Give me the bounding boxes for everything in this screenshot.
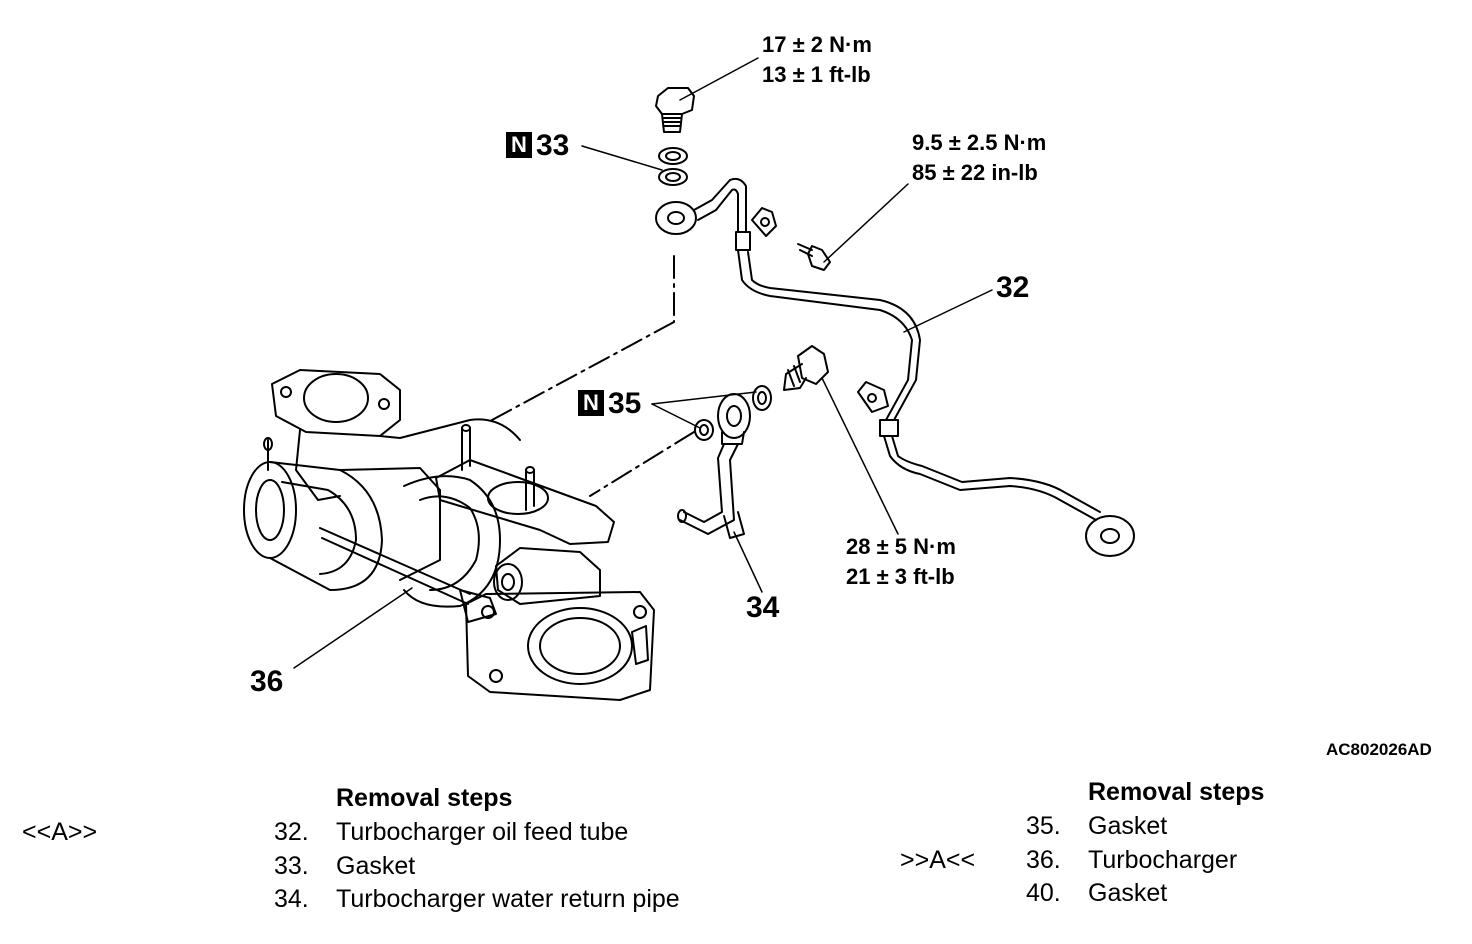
callout-36: 36 [250, 665, 284, 698]
bracket-bolt-icon [797, 243, 831, 271]
non-reusable-badge: N [506, 132, 532, 158]
removal-step: 34. Turbocharger water return pipe [274, 885, 680, 914]
step-marker-a-removal: <<A>> [22, 818, 98, 846]
banjo-bolt-torque: 17 ± 2 N·m 13 ± 1 ft-lb [762, 30, 872, 90]
non-reusable-badge: N [578, 390, 604, 416]
step-name: Gasket [336, 852, 416, 880]
eye-bolt-torque: 28 ± 5 N·m 21 ± 3 ft-lb [846, 532, 956, 592]
step-marker-a-installation: >>A<< [900, 846, 976, 874]
step-name: Gasket [1088, 812, 1168, 840]
step-number: 40. [1026, 879, 1061, 907]
step-name: Gasket [1088, 879, 1168, 907]
step-number: 35. [1026, 812, 1061, 840]
gasket-33-icon [658, 147, 688, 186]
removal-step: 36. Turbocharger [1026, 846, 1237, 875]
step-name: Turbocharger water return pipe [336, 885, 680, 913]
eye-bolt-torque-imperial: 21 ± 3 ft-lb [846, 564, 955, 589]
removal-step: 35. Gasket [1026, 812, 1167, 841]
leader-lines [293, 57, 993, 669]
banjo-bolt-torque-metric: 17 ± 2 N·m [762, 32, 872, 57]
bracket-bolt-torque-metric: 9.5 ± 2.5 N·m [912, 130, 1047, 155]
step-name: Turbocharger [1088, 846, 1238, 874]
bracket-bolt-torque: 9.5 ± 2.5 N·m 85 ± 22 in-lb [912, 128, 1046, 188]
alignment-lines [491, 255, 695, 497]
oil-feed-tube-icon [655, 177, 1135, 557]
eye-bolt-icon [783, 345, 829, 391]
removal-steps-heading-left: Removal steps [336, 784, 513, 812]
step-number: 32. [274, 818, 309, 846]
removal-step: 33. Gasket [274, 852, 415, 881]
removal-step: 32. Turbocharger oil feed tube [274, 818, 628, 847]
callout-35-number: 35 [608, 387, 642, 420]
callout-34: 34 [746, 591, 780, 624]
removal-step: 40. Gasket [1026, 879, 1167, 908]
step-number: 33. [274, 852, 309, 880]
gasket-35-icon [694, 385, 772, 441]
banjo-bolt-icon [655, 87, 695, 133]
water-return-pipe-icon [677, 393, 751, 539]
step-number: 34. [274, 885, 309, 913]
step-number: 36. [1026, 846, 1061, 874]
callout-33-number: 33 [536, 129, 570, 162]
step-name: Turbocharger oil feed tube [336, 818, 629, 846]
eye-bolt-torque-metric: 28 ± 5 N·m [846, 534, 956, 559]
callout-32: 32 [996, 271, 1030, 304]
removal-steps-heading-right: Removal steps [1088, 778, 1265, 806]
bracket-bolt-torque-imperial: 85 ± 22 in-lb [912, 160, 1038, 185]
figure-id: AC802026AD [1326, 740, 1432, 759]
banjo-bolt-torque-imperial: 13 ± 1 ft-lb [762, 62, 871, 87]
turbocharger-icon [243, 369, 655, 701]
